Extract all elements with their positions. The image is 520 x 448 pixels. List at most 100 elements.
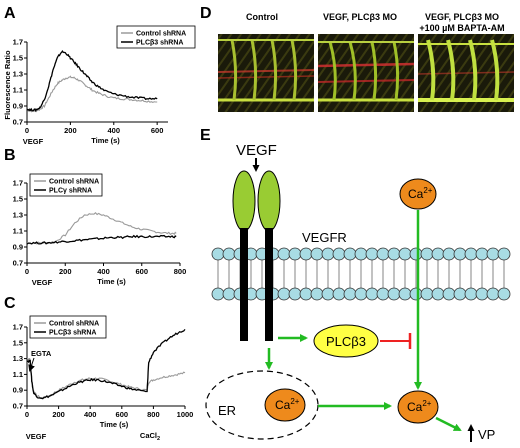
lipid-head-outer bbox=[321, 247, 335, 261]
series-line-control bbox=[26, 357, 186, 399]
lipid-head-inner bbox=[299, 287, 313, 301]
lipid-head-outer bbox=[409, 247, 423, 261]
legend-label: PLCβ3 shRNA bbox=[49, 330, 96, 337]
lipid-head-inner bbox=[464, 287, 478, 301]
x-tick-label: 600 bbox=[135, 267, 148, 276]
lipid-head-inner bbox=[497, 287, 511, 301]
lipid-head-inner bbox=[442, 287, 456, 301]
lipid-head-inner bbox=[453, 287, 467, 301]
y-tick-label: 0.7 bbox=[13, 118, 23, 127]
lipid-head-inner bbox=[431, 287, 445, 301]
lipid-head-inner bbox=[288, 287, 302, 301]
y-tick-label: 1.1 bbox=[13, 370, 23, 379]
panel-label-e: E bbox=[200, 127, 211, 144]
svg-text:Ca2+: Ca2+ bbox=[275, 397, 300, 412]
lipid-head-outer bbox=[442, 247, 456, 261]
y-tick-label: 1.1 bbox=[13, 227, 23, 236]
lipid-head-outer bbox=[222, 247, 236, 261]
ca-extracellular: Ca2+ bbox=[399, 178, 437, 210]
panel-label-d: D bbox=[200, 5, 212, 22]
y-tick-label: 1.3 bbox=[13, 70, 23, 79]
ca-to-vp-arrow bbox=[435, 416, 462, 432]
lipid-head-outer bbox=[211, 247, 225, 261]
lipid-head-outer bbox=[277, 247, 291, 261]
micrograph-vegf-plc-mo bbox=[317, 34, 415, 112]
lipid-head-inner bbox=[277, 287, 291, 301]
lipid-head-inner bbox=[343, 287, 357, 301]
x-tick-label: 400 bbox=[108, 126, 121, 135]
legend-label: Control shRNA bbox=[49, 321, 99, 328]
y-tick-label: 1.5 bbox=[13, 338, 23, 347]
chart-a-ylabel: Fluorescence Ratio bbox=[3, 50, 12, 120]
series-line-control bbox=[26, 212, 177, 245]
panel-d-caption-bapta-2: +100 µM BAPTA-AM bbox=[419, 23, 504, 33]
series-line-knockdown bbox=[26, 234, 177, 245]
x-tick-label: 1000 bbox=[177, 410, 194, 419]
micrograph-bapta bbox=[417, 34, 515, 112]
y-tick-label: 0.7 bbox=[13, 259, 23, 268]
annotation-label: EGTA bbox=[31, 349, 52, 358]
er-label: ER bbox=[218, 403, 236, 418]
y-tick-label: 1.5 bbox=[13, 195, 23, 204]
lipid-head-inner bbox=[387, 287, 401, 301]
vegfr-label: VEGFR bbox=[302, 230, 347, 245]
lipid-head-inner bbox=[354, 287, 368, 301]
cell-membrane bbox=[211, 247, 511, 301]
y-tick-label: 0.7 bbox=[13, 402, 23, 411]
panel-d-caption-control: Control bbox=[246, 12, 278, 22]
lipid-head-inner bbox=[376, 287, 390, 301]
y-tick-label: 0.9 bbox=[13, 243, 23, 252]
x-tick-label: 200 bbox=[59, 267, 72, 276]
lipid-head-outer bbox=[486, 247, 500, 261]
annotation-label: CaCl2 bbox=[140, 431, 160, 442]
lipid-head-outer bbox=[365, 247, 379, 261]
x-tick-label: 600 bbox=[151, 126, 164, 135]
x-axis-label: Time (s) bbox=[100, 420, 129, 429]
y-tick-label: 1.3 bbox=[13, 354, 23, 363]
x-tick-label: 0 bbox=[25, 126, 29, 135]
x-tick-label: 400 bbox=[84, 410, 97, 419]
y-tick-label: 1.3 bbox=[13, 211, 23, 220]
vegf-receptor bbox=[232, 170, 281, 341]
lipid-head-inner bbox=[211, 287, 225, 301]
svg-text:Ca2+: Ca2+ bbox=[407, 399, 432, 414]
annotation-label: VEGF bbox=[23, 137, 44, 146]
lipid-head-outer bbox=[453, 247, 467, 261]
x-tick-label: 0 bbox=[25, 267, 29, 276]
y-tick-label: 1.7 bbox=[13, 179, 23, 188]
x-axis-label: Time (s) bbox=[91, 136, 120, 145]
lipid-head-inner bbox=[420, 287, 434, 301]
y-tick-label: 1.7 bbox=[13, 38, 23, 47]
legend-label: PLCβ3 shRNA bbox=[136, 40, 183, 47]
lipid-head-outer bbox=[343, 247, 357, 261]
lipid-head-outer bbox=[464, 247, 478, 261]
vp-label: VP bbox=[478, 427, 495, 442]
lipid-head-outer bbox=[332, 247, 346, 261]
lipid-head-inner bbox=[365, 287, 379, 301]
x-tick-label: 400 bbox=[97, 267, 110, 276]
y-tick-label: 1.1 bbox=[13, 86, 23, 95]
legend-box bbox=[29, 173, 103, 197]
legend-label: Control shRNA bbox=[136, 31, 186, 38]
lipid-head-outer bbox=[420, 247, 434, 261]
legend-label: PLCγ shRNA bbox=[49, 188, 92, 195]
lipid-head-outer bbox=[475, 247, 489, 261]
ca-er: Ca2+ bbox=[264, 388, 306, 422]
panel-d-caption-bapta-1: VEGF, PLCβ3 MO bbox=[425, 12, 499, 22]
y-tick-label: 0.9 bbox=[13, 102, 23, 111]
lipid-head-outer bbox=[288, 247, 302, 261]
series-line-knockdown bbox=[26, 49, 158, 113]
lipid-head-outer bbox=[299, 247, 313, 261]
vegf-label: VEGF bbox=[236, 142, 277, 159]
x-axis-label: Time (s) bbox=[97, 277, 126, 286]
lipid-head-outer bbox=[497, 247, 511, 261]
lipid-head-inner bbox=[332, 287, 346, 301]
lipid-head-outer bbox=[431, 247, 445, 261]
legend-box bbox=[116, 25, 196, 49]
lipid-head-outer bbox=[354, 247, 368, 261]
x-tick-label: 800 bbox=[174, 267, 187, 276]
